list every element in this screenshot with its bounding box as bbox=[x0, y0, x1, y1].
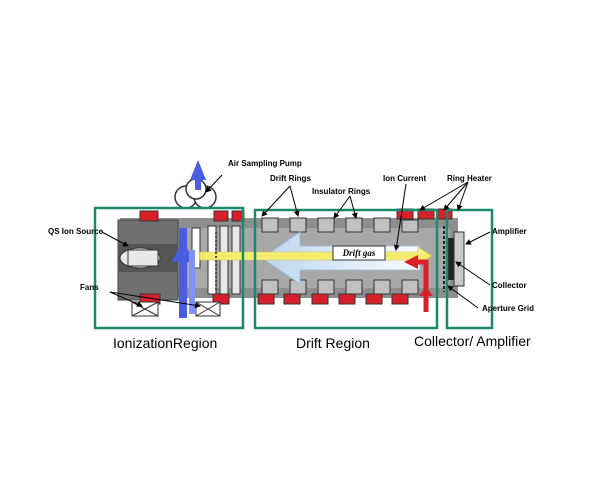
drift-gas-label: Drift gas bbox=[342, 248, 376, 258]
collector-plate bbox=[448, 238, 454, 280]
drift-gas-inlet-arrow bbox=[404, 255, 433, 312]
fans bbox=[131, 301, 221, 317]
top-heaters bbox=[139, 208, 453, 222]
label-ion-current: Ion Current bbox=[383, 174, 426, 183]
label-drift-region: Drift Region bbox=[296, 335, 370, 351]
label-amplifier: Amplifier bbox=[492, 227, 527, 236]
label-air-sampling-pump: Air Sampling Pump bbox=[228, 159, 302, 168]
collector-region-box bbox=[445, 208, 494, 330]
amplifier-housing bbox=[453, 231, 465, 287]
label-collector: Collector bbox=[492, 281, 527, 290]
label-aperture-grid: Aperture Grid bbox=[482, 304, 534, 313]
label-drift-rings: Drift Rings bbox=[270, 174, 311, 183]
air-flow-arrows bbox=[172, 160, 206, 318]
label-ionization-region: IonizationRegion bbox=[113, 335, 217, 351]
label-qs-ion-source: QS Ion Source bbox=[48, 227, 104, 236]
aperture-grid bbox=[215, 226, 445, 292]
drift-region-box bbox=[253, 208, 439, 330]
label-insulator-rings: Insulator Rings bbox=[312, 187, 371, 196]
drift-gas-box bbox=[332, 245, 386, 261]
callout-lines bbox=[101, 174, 491, 309]
label-ring-heater: Ring Heater bbox=[447, 174, 492, 183]
ion-source-housing bbox=[117, 219, 179, 301]
label-fans: Fans bbox=[80, 283, 99, 292]
label-collector-amplifier: Collector/ Amplifier bbox=[414, 333, 531, 349]
ionization-region-box bbox=[93, 206, 245, 330]
